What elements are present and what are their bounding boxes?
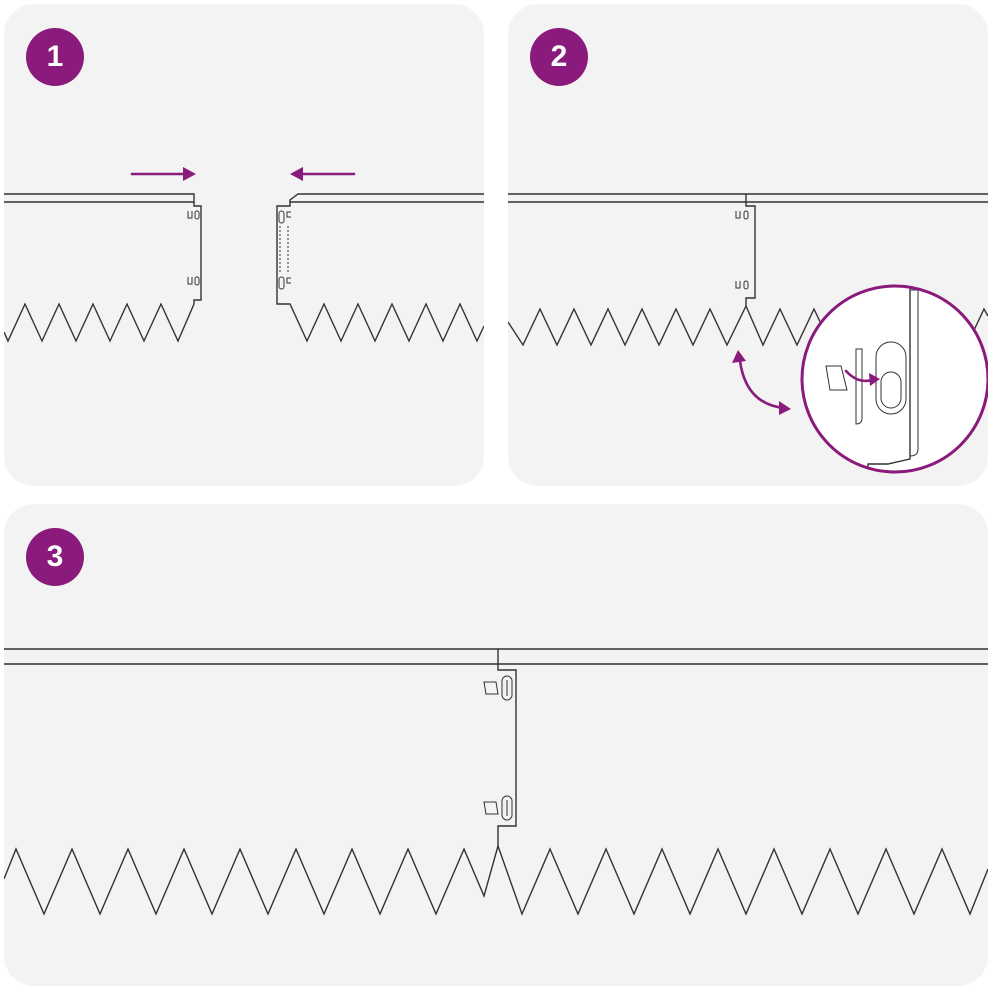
right-section-slot-top: [278, 210, 291, 224]
arrow-left-icon: [290, 167, 356, 181]
zoom-insert-arrow-icon: [844, 369, 880, 386]
right-section-slot-channel: [279, 226, 289, 274]
step-1-panel: 1: [4, 4, 484, 486]
magnified-detail: [800, 284, 988, 474]
step-3-panel: 3: [4, 504, 988, 986]
joint-flange: [745, 202, 756, 306]
step-badge-2: 2: [530, 28, 588, 86]
step-2-panel: 2: [508, 4, 988, 486]
arrow-right-icon: [130, 167, 196, 181]
right-section-top-rail: [289, 193, 484, 203]
left-section-top-rail: [4, 193, 195, 203]
step-2-illustration: [508, 193, 988, 474]
step-1-illustration: [4, 167, 484, 343]
assembled-hook-top: [483, 675, 513, 701]
joint-hook-top: [735, 210, 749, 220]
zoom-hook: [825, 348, 863, 425]
joint-hook-bottom: [735, 280, 749, 290]
left-section-hook-top: [187, 210, 200, 220]
step-3-illustration: [4, 648, 988, 916]
right-section-body: [276, 202, 484, 343]
left-section-body: [4, 202, 202, 343]
curved-double-arrow-icon: [732, 350, 791, 415]
step-badge-1: 1: [26, 28, 84, 86]
assembled-spikes: [4, 843, 988, 916]
right-section-slot-bottom: [278, 276, 291, 290]
assembled-joint-flange: [497, 664, 517, 846]
joined-top-rail: [508, 193, 988, 203]
assembled-top-rail: [4, 648, 988, 665]
assembled-hook-bottom: [483, 795, 513, 821]
left-section-hook-bottom: [187, 276, 200, 286]
step-badge-3: 3: [26, 528, 84, 586]
